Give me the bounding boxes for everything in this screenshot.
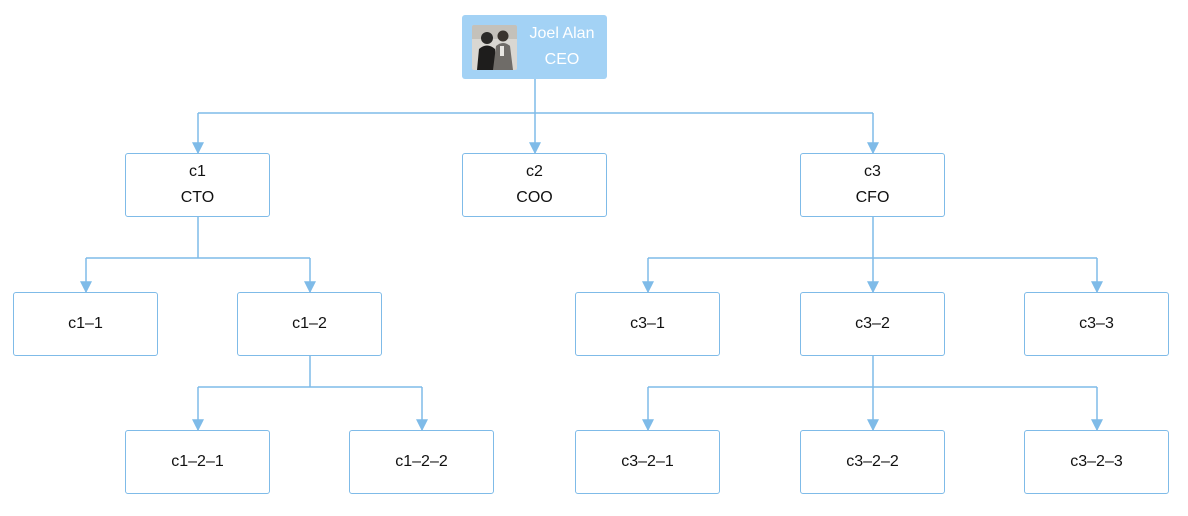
node-label: c1–2	[292, 315, 327, 332]
node-c1-1[interactable]: c1–1	[13, 292, 158, 356]
node-c3-1[interactable]: c3–1	[575, 292, 720, 356]
node-c1-title: CTO	[180, 189, 215, 206]
connector-c1-bus	[86, 217, 310, 259]
node-label: c3–3	[1079, 315, 1114, 332]
node-c3-3[interactable]: c3–3	[1024, 292, 1169, 356]
node-c3-2-2[interactable]: c3–2–2	[800, 430, 945, 494]
connector-root-bus	[198, 79, 873, 114]
node-label: c3–2–1	[621, 453, 674, 470]
node-c1-2[interactable]: c1–2	[237, 292, 382, 356]
node-c3-2-3[interactable]: c3–2–3	[1024, 430, 1169, 494]
node-c2-title: COO	[516, 189, 553, 206]
node-label: c1–1	[68, 315, 103, 332]
node-c3-name: c3	[864, 163, 881, 180]
node-label: c3–1	[630, 315, 665, 332]
node-ceo-name: Joel Alan	[529, 25, 595, 42]
node-c3-title: CFO	[855, 189, 890, 206]
node-c3-2[interactable]: c3–2	[800, 292, 945, 356]
node-c2[interactable]: c2 COO	[462, 153, 607, 217]
node-c1-2-1[interactable]: c1–2–1	[125, 430, 270, 494]
node-c2-name: c2	[526, 163, 543, 180]
node-label: c1–2–2	[395, 453, 448, 470]
node-ceo[interactable]: Joel Alan CEO	[462, 15, 607, 79]
node-c3-2-1[interactable]: c3–2–1	[575, 430, 720, 494]
node-c1-name: c1	[189, 163, 206, 180]
person-photo-icon	[472, 24, 517, 70]
node-label: c3–2	[855, 315, 890, 332]
node-c3[interactable]: c3 CFO	[800, 153, 945, 217]
node-label: c3–2–2	[846, 453, 899, 470]
node-label: c1–2–1	[171, 453, 224, 470]
connector-c3-2-bus	[648, 356, 1097, 388]
node-c1[interactable]: c1 CTO	[125, 153, 270, 217]
connector-c3-bus	[648, 217, 1097, 259]
node-ceo-title: CEO	[544, 51, 580, 68]
connector-c1-2-bus	[198, 356, 422, 388]
node-c1-2-2[interactable]: c1–2–2	[349, 430, 494, 494]
node-label: c3–2–3	[1070, 453, 1123, 470]
